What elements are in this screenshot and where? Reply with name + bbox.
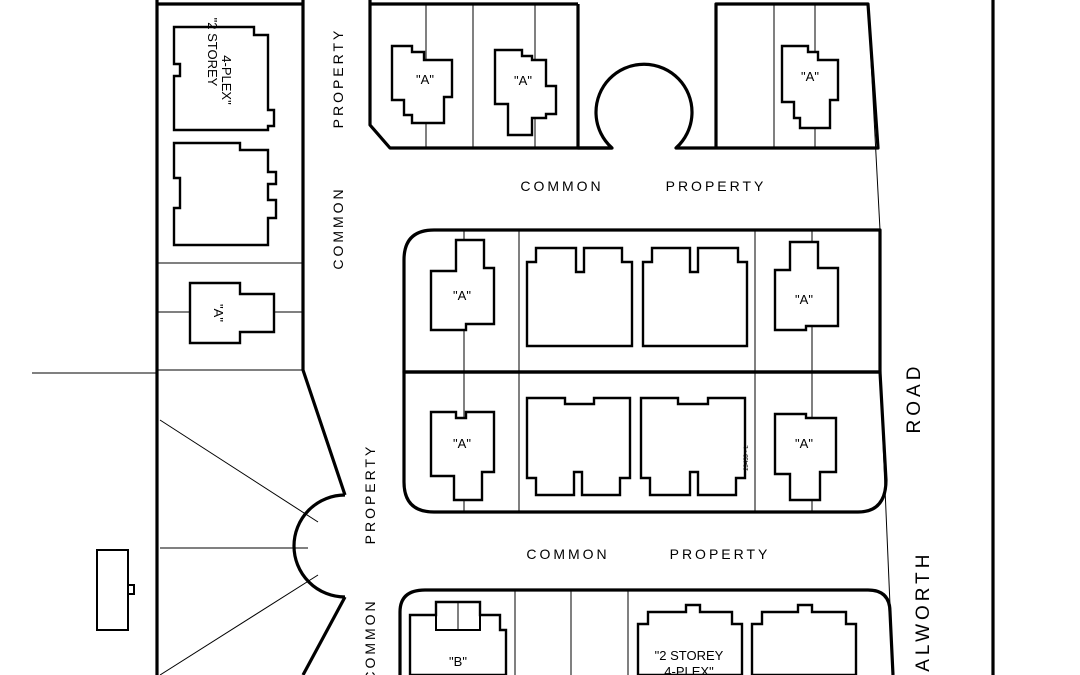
plex-label-line2: 4-PLEX" [664,664,714,675]
site-boundary [32,0,995,675]
unit-south-plex-1: "2 STOREY 4-PLEX" [636,603,744,675]
middle-block [402,228,888,514]
unit-a-label: "A" [453,288,471,303]
common-property-label: PROPERTY [666,178,767,194]
west-lot-strip [157,0,347,675]
unit-mid-plex-4: 29439 - L [639,396,750,497]
unit-west-a: "A" [188,281,276,345]
common-property-label: PROPERTY [670,546,771,562]
unit-mid-plex-2 [641,246,749,348]
unit-mid-a-2: "A" [773,240,840,332]
common-property-label: PROPERTY [330,28,346,129]
unit-west-plex-2 [172,141,278,247]
unit-a-label: "A" [795,436,813,451]
unit-mid-a-3: "A" [429,410,496,502]
unit-west-plex-1: "2 STOREY 4-PLEX" [172,18,276,132]
small-note-label: 29439 - L [744,445,750,471]
unit-north-a-1: "A" [390,44,454,125]
unit-mid-a-4: "A" [773,412,838,502]
unit-a-label: "A" [801,69,819,84]
unit-a-label: "A" [211,304,226,322]
unit-south-b: "B" [408,600,508,675]
road-name-label: HALWORTH [913,551,934,675]
unit-mid-a-1: "A" [429,238,496,332]
common-property-label: COMMON [330,186,346,269]
common-property-label: COMMON [526,546,609,562]
unit-a-label: "A" [514,73,532,88]
north-block [368,0,880,150]
plex-label-line1: "2 STOREY [205,18,220,87]
common-property-label: PROPERTY [362,444,378,545]
unit-north-a-2: "A" [493,48,558,137]
unit-south-plex-2 [750,603,858,675]
common-property-label: COMMON [362,598,378,675]
unit-b-label: "B" [449,654,467,669]
unit-a-label: "A" [795,292,813,307]
road-label: ROAD [904,363,925,434]
unit-mid-plex-1 [525,246,634,348]
plex-label-line2: 4-PLEX" [219,55,234,105]
common-property-label: COMMON [520,178,603,194]
unit-mid-plex-3 [525,396,632,497]
existing-building [96,549,135,631]
unit-a-label: "A" [416,72,434,87]
plex-label-line1: "2 STOREY [655,648,724,663]
unit-a-label: "A" [453,436,471,451]
south-block [398,588,895,675]
unit-north-a-3: "A" [780,44,840,130]
